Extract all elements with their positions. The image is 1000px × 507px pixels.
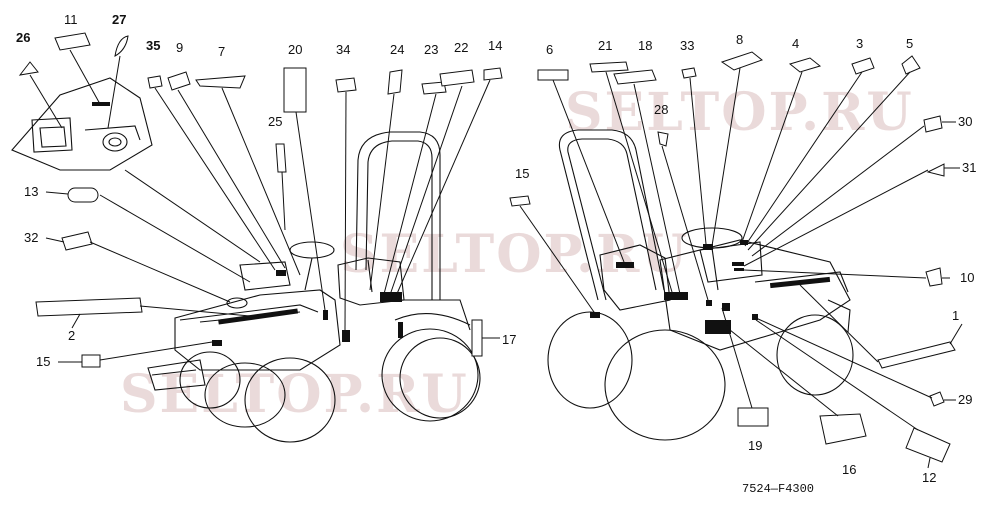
decal-35	[147, 75, 163, 89]
callout-33: 33	[680, 38, 694, 53]
callout-30: 30	[958, 114, 972, 129]
callout-23: 23	[424, 42, 438, 57]
decal-17	[471, 319, 483, 357]
callout-25: 25	[268, 114, 282, 129]
decal-14	[483, 67, 503, 81]
callout-9: 9	[176, 40, 183, 55]
figure-code: 7524—F4300	[742, 482, 814, 496]
callout-4: 4	[792, 36, 799, 51]
callout-13: 13	[24, 184, 38, 199]
decal-22	[439, 69, 475, 87]
callout-22: 22	[454, 40, 468, 55]
decal-1	[877, 341, 956, 369]
decal-6	[537, 69, 569, 81]
decal-33	[681, 67, 697, 79]
callout-35: 35	[146, 38, 160, 53]
callout-28: 28	[654, 102, 668, 117]
decal-4	[788, 57, 822, 73]
decal-12	[905, 427, 951, 463]
callout-26: 26	[16, 30, 30, 45]
callout-27: 27	[112, 12, 126, 27]
decal-18	[613, 69, 657, 85]
callout-2: 2	[68, 328, 75, 343]
watermark: SELTOP.RU	[565, 82, 914, 143]
callout-15-left: 15	[36, 354, 50, 369]
decal-29	[929, 391, 945, 407]
leader-lines	[29, 49, 933, 431]
decal-30	[923, 115, 943, 133]
callout-17: 17	[502, 332, 516, 347]
callout-7: 7	[218, 44, 225, 59]
watermark: SELTOP.RU	[120, 364, 469, 425]
callout-15-right: 15	[515, 166, 529, 181]
callout-6: 6	[546, 42, 553, 57]
decal-7	[195, 75, 246, 89]
decal-27	[114, 35, 129, 57]
callout-10: 10	[960, 270, 974, 285]
decal-3	[851, 57, 875, 75]
decal-26	[18, 61, 39, 76]
decal-9	[167, 71, 191, 91]
decal-15-left	[81, 354, 101, 368]
decal-23	[421, 81, 447, 95]
decal-31	[926, 163, 945, 177]
callout-29: 29	[958, 392, 972, 407]
decal-28	[657, 131, 669, 147]
callout-labels: 1 2 3 4 5 6 7 8 9 10 11 12 13 14 15 15 1…	[16, 12, 976, 485]
decal-32	[61, 231, 93, 251]
callout-31: 31	[962, 160, 976, 175]
decal-shapes	[18, 32, 956, 463]
callout-20: 20	[288, 42, 302, 57]
decal-16	[819, 413, 867, 445]
watermark: SELTOP.RU	[340, 224, 689, 285]
decal-15-right	[509, 195, 531, 207]
callout-24: 24	[390, 42, 404, 57]
decal-19	[737, 407, 769, 427]
tractor-right-view	[547, 129, 854, 441]
callout-32: 32	[24, 230, 38, 245]
callout-ticks	[45, 121, 963, 469]
decal-21	[589, 61, 629, 73]
decal-10	[925, 267, 943, 287]
callout-12: 12	[922, 470, 936, 485]
decal-34	[335, 77, 357, 93]
callout-16: 16	[842, 462, 856, 477]
dash-panel-detail	[11, 77, 153, 171]
callout-3: 3	[856, 36, 863, 51]
callout-5: 5	[906, 36, 913, 51]
decal-2	[35, 297, 143, 317]
callout-8: 8	[736, 32, 743, 47]
callout-1: 1	[952, 308, 959, 323]
callout-18: 18	[638, 38, 652, 53]
callout-21: 21	[598, 38, 612, 53]
decal-8	[720, 51, 764, 71]
decal-25	[275, 143, 287, 173]
decal-11	[54, 32, 91, 51]
decal-24	[387, 69, 403, 95]
decal-20	[283, 67, 307, 113]
callout-19: 19	[748, 438, 762, 453]
decal-5	[901, 55, 921, 75]
callout-14: 14	[488, 38, 502, 53]
callout-11: 11	[64, 12, 78, 27]
callout-34: 34	[336, 42, 350, 57]
decal-13	[67, 187, 99, 203]
